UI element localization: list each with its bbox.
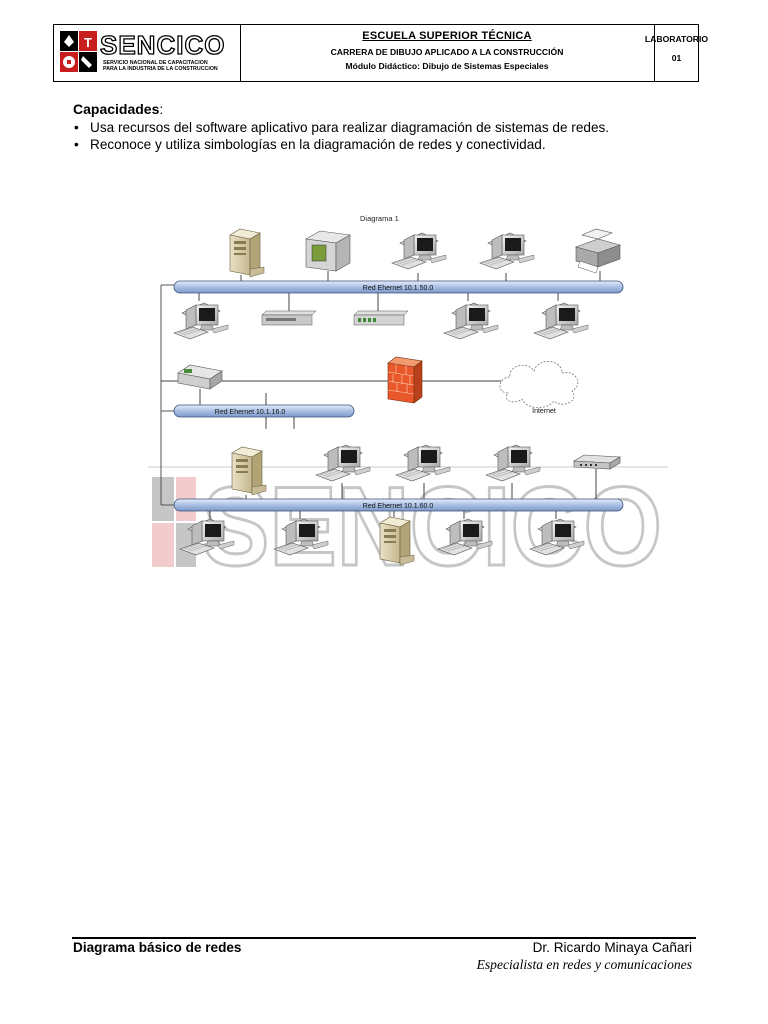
internet-label: Internet bbox=[532, 408, 556, 415]
ethernet-bus bbox=[173, 404, 355, 418]
watermark-logo: SENCICO bbox=[152, 463, 664, 591]
ethernet-bus bbox=[173, 498, 624, 512]
scanner-icon bbox=[305, 230, 351, 272]
bus-label: Red Ehernet 10.1.50.0 bbox=[363, 285, 434, 292]
workstation-icon bbox=[443, 302, 499, 340]
capacidades-title: Capacidades bbox=[73, 101, 160, 117]
capacidades-list: Usa recursos del software aplicativo par… bbox=[73, 119, 609, 153]
svg-text:T: T bbox=[84, 35, 92, 50]
diagram-title: Diagrama 1 bbox=[360, 214, 399, 223]
school-title: ESCUELA SUPERIOR TÉCNICA bbox=[362, 30, 532, 42]
list-item: Usa recursos del software aplicativo par… bbox=[73, 119, 609, 136]
server-icon bbox=[229, 228, 265, 278]
bus-label: Red Ehernet 10.1.16.0 bbox=[215, 409, 286, 416]
capacidades-colon: : bbox=[159, 101, 164, 117]
workstation-icon bbox=[533, 302, 589, 340]
document-header: T SENCICO SERVICIO NACIONAL DE CAPACITAC… bbox=[53, 24, 708, 82]
lab-label: LABORATORIO bbox=[644, 34, 709, 44]
network-diagram: Diagrama 1 SENCICO Red Ehernet 10.1.50.0 bbox=[148, 205, 678, 591]
logo-subtitle-2: PARA LA INDUSTRIA DE LA CONSTRUCCION bbox=[103, 66, 218, 72]
footer-author: Dr. Ricardo Minaya Cañari bbox=[532, 940, 692, 955]
career-title: CARRERA DE DIBUJO APLICADO A LA CONSTRUC… bbox=[330, 47, 564, 57]
header-titles: ESCUELA SUPERIOR TÉCNICA CARRERA DE DIBU… bbox=[240, 25, 655, 81]
bus-label: Red Ehernet 10.1.60.0 bbox=[363, 503, 434, 510]
footer-rule bbox=[72, 937, 696, 939]
workstation-icon bbox=[391, 232, 447, 270]
ethernet-bus bbox=[173, 280, 624, 294]
workstation-icon bbox=[173, 302, 229, 340]
footer-role: Especialista en redes y comunicaciones bbox=[476, 957, 692, 972]
workstation-icon bbox=[479, 232, 535, 270]
lab-box: LABORATORIO 01 bbox=[645, 25, 708, 81]
sencico-logo: T SENCICO SERVICIO NACIONAL DE CAPACITAC… bbox=[54, 25, 241, 81]
firewall-icon bbox=[387, 356, 423, 404]
rack-server-icon bbox=[261, 310, 317, 326]
logo-text: SENCICO bbox=[100, 30, 225, 60]
watermark-text: SENCICO bbox=[202, 464, 662, 585]
lab-number: 01 bbox=[671, 53, 682, 63]
logo-subtitle-1: SERVICIO NACIONAL DE CAPACITACION bbox=[103, 60, 208, 66]
hub-icon bbox=[573, 454, 621, 470]
printer-icon bbox=[575, 228, 621, 274]
rack-device-icon bbox=[353, 310, 409, 326]
capacidades-heading: Capacidades: bbox=[73, 101, 163, 117]
footer-title: Diagrama básico de redes bbox=[73, 940, 242, 955]
module-title: Módulo Didáctico: Dibujo de Sistemas Esp… bbox=[345, 61, 549, 71]
server-icon bbox=[231, 446, 267, 496]
server-icon bbox=[379, 516, 415, 566]
list-item: Reconoce y utiliza simbologías en la dia… bbox=[73, 136, 609, 153]
router-icon bbox=[177, 364, 223, 390]
internet-cloud-icon bbox=[499, 361, 579, 408]
